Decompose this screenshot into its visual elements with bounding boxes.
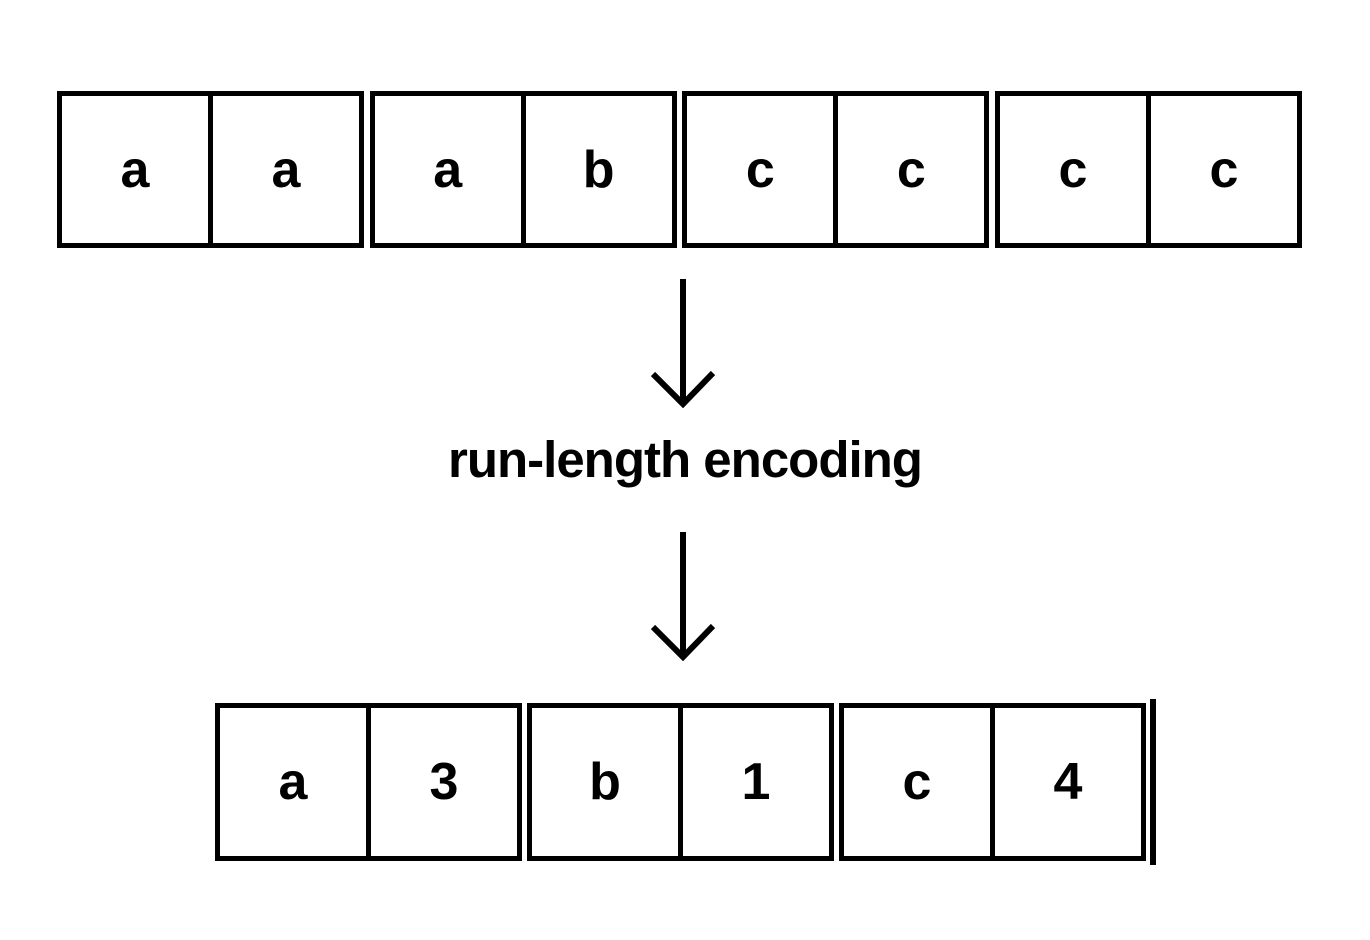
cell-pair: c 4 — [839, 703, 1146, 861]
output-cell: 1 — [678, 708, 829, 856]
input-cell: c — [745, 140, 775, 199]
input-cell: a — [433, 140, 463, 199]
row-end-tick — [1150, 699, 1156, 865]
input-cell: c — [833, 96, 984, 243]
output-cell: a — [278, 753, 308, 811]
input-sequence-row: a a a b c c c c — [57, 91, 1302, 248]
output-cell: 3 — [366, 708, 517, 856]
input-cell: c — [1058, 140, 1088, 199]
down-arrow-icon — [650, 279, 716, 408]
cell-pair: a a — [57, 91, 364, 248]
output-cell: 4 — [990, 708, 1141, 856]
input-cell: c — [1145, 96, 1297, 243]
input-cell: a — [120, 140, 150, 199]
cell-pair: c c — [682, 91, 990, 248]
input-cell: a — [208, 96, 359, 243]
cell-pair: a 3 — [215, 703, 522, 861]
input-cell: b — [520, 96, 672, 243]
cell-pair: a b — [369, 91, 677, 248]
output-cell: c — [902, 753, 932, 811]
down-arrow-icon — [650, 532, 716, 661]
output-cell: b — [589, 753, 621, 811]
process-label: run-length encoding — [448, 431, 923, 488]
cell-pair: c c — [994, 91, 1302, 248]
cell-pair: b 1 — [527, 703, 834, 861]
encoded-sequence-row: a 3 b 1 c 4 — [215, 703, 1146, 861]
